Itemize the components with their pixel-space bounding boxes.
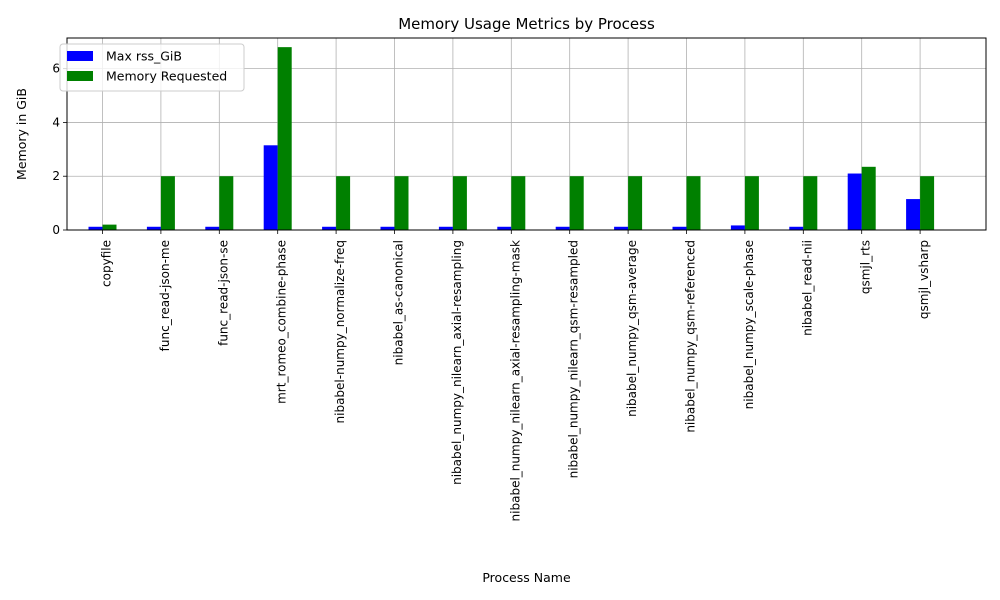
bar-memory-requested (219, 176, 234, 230)
bar-max-rss (906, 199, 921, 230)
legend: Max rss_GiB Memory Requested (59, 43, 245, 92)
x-tick-label: copyfile (100, 240, 114, 287)
x-tick-label: nibabel_numpy_nilearn_qsm-resampled (567, 240, 581, 478)
bar-max-rss (322, 226, 337, 230)
bar-max-rss (263, 145, 278, 230)
x-tick-label: nibabel_as-canonical (392, 240, 406, 365)
x-tick-label: func_read-json-se (216, 240, 230, 346)
bar-max-rss (438, 226, 453, 230)
bar-memory-requested (569, 176, 584, 230)
x-tick-label: mrt_romeo_combine-phase (275, 240, 289, 404)
y-tick-label: 0 (52, 223, 60, 237)
bar-memory-requested (803, 176, 818, 230)
legend-label-memory-requested: Memory Requested (106, 69, 227, 84)
plot-frame (66, 37, 987, 231)
bar-memory-requested (160, 176, 175, 230)
bar-max-rss (380, 226, 395, 230)
bar-max-rss (789, 226, 804, 230)
bar-max-rss (146, 226, 161, 230)
legend-label-max-rss: Max rss_GiB (106, 49, 182, 64)
bar-max-rss (555, 226, 570, 230)
ticks-layer: 0 2 4 6 copyfile func_read-json-me func_read-j… (52, 62, 931, 522)
x-tick-label: nibabel_numpy_scale-phase (742, 240, 756, 409)
legend-swatch-memory-requested (67, 71, 93, 81)
bar-max-rss (205, 226, 220, 230)
bar-max-rss (614, 226, 629, 230)
x-tick-label: nibabel_numpy_qsm-referenced (684, 240, 698, 433)
y-tick-label: 2 (52, 169, 60, 183)
x-tick-label: nibabel-numpy_normalize-freq (333, 240, 347, 423)
bar-max-rss (88, 226, 103, 230)
bar-memory-requested (277, 47, 292, 231)
x-tick-label: qsmjl_rts (859, 240, 873, 294)
bar-memory-requested (511, 176, 526, 230)
x-tick-label: nibabel_numpy_nilearn_axial-resampling (450, 240, 464, 485)
chart-title: Memory Usage Metrics by Process (398, 15, 655, 33)
x-tick-label: nibabel_numpy_qsm-average (625, 240, 639, 417)
bars-layer (88, 47, 935, 231)
x-tick-label: nibabel_read-nii (800, 240, 814, 336)
legend-box (59, 43, 245, 92)
bar-memory-requested (628, 176, 643, 230)
bar-memory-requested (102, 224, 117, 230)
x-tick-label: qsmjl_vsharp (917, 240, 931, 319)
bar-max-rss (672, 226, 687, 230)
bar-memory-requested (686, 176, 701, 230)
bar-memory-requested (920, 176, 935, 230)
bar-max-rss (730, 225, 745, 230)
x-tick-label: nibabel_numpy_nilearn_axial-resampling-m… (508, 240, 522, 521)
legend-swatch-max-rss (67, 51, 93, 61)
bar-memory-requested (744, 176, 759, 230)
bar-max-rss (497, 226, 512, 230)
x-tick-label: func_read-json-me (158, 240, 172, 351)
y-tick-label: 4 (52, 115, 60, 129)
bar-memory-requested (861, 166, 876, 230)
bar-memory-requested (336, 176, 351, 230)
bar-memory-requested (394, 176, 409, 230)
y-tick-label: 6 (52, 62, 60, 76)
y-axis-label: Memory in GiB (14, 88, 29, 180)
bar-memory-requested (452, 176, 467, 230)
x-axis-label: Process Name (482, 570, 571, 585)
bar-max-rss (847, 173, 862, 230)
